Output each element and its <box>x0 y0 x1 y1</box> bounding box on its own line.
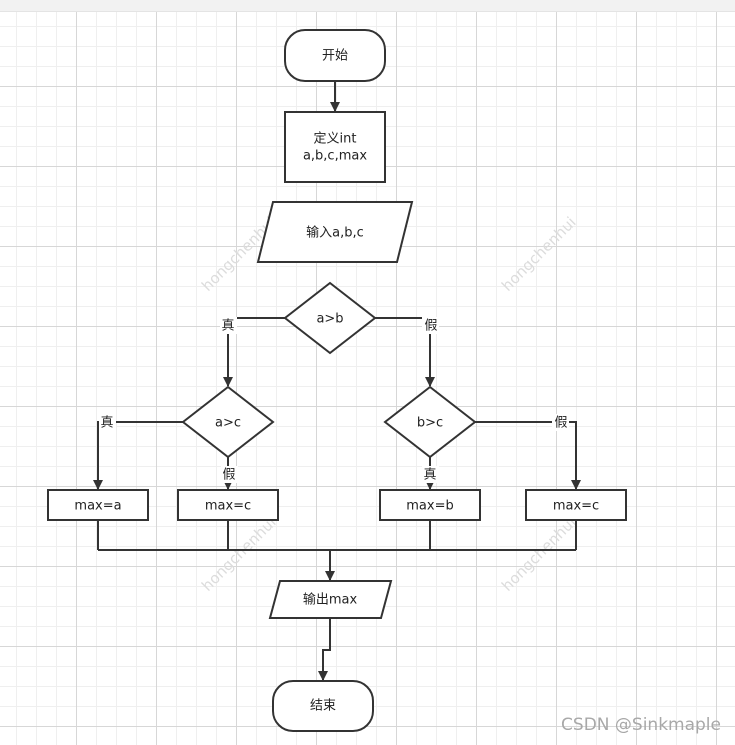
define-box <box>284 111 386 183</box>
max-c1-box <box>177 489 279 521</box>
edge-labels: 真 假 真 假 真 假 <box>99 317 569 483</box>
edge-cond2-true <box>93 421 183 490</box>
node-shapes <box>47 29 627 732</box>
start-terminal <box>284 29 386 82</box>
output-parallelogram <box>268 580 393 619</box>
define-label-line2: a,b,c,max <box>303 149 367 164</box>
output-label: 输出max <box>303 592 358 608</box>
start-label: 开始 <box>322 49 348 64</box>
end-label: 结束 <box>310 699 336 714</box>
node-texts: 开始 定义int a,b,c,max 输入a,b,c a>b a>c b>c m… <box>74 49 599 714</box>
watermark: hongchenhui <box>198 513 280 595</box>
csdn-watermark: CSDN @Sinkmaple <box>561 715 721 735</box>
edge-output-end <box>318 618 331 681</box>
cond2-false-label: 假 <box>222 468 235 483</box>
watermark: hongchenhui <box>498 213 580 295</box>
cond1-label: a>b <box>316 312 343 327</box>
max-a-label: max=a <box>74 499 121 514</box>
cond3-diamond <box>383 385 477 459</box>
edges <box>93 81 581 681</box>
max-a-box <box>47 489 149 521</box>
watermark: hongchenhui <box>498 513 580 595</box>
max-b-label: max=b <box>406 499 453 514</box>
define-label-line1: 定义int <box>314 132 357 147</box>
max-c1-label: max=c <box>205 499 251 514</box>
cond2-label: a>c <box>215 416 241 431</box>
cond1-true-label: 真 <box>221 319 234 334</box>
cond2-true-label: 真 <box>100 416 113 431</box>
max-b-box <box>379 489 481 521</box>
cond1-false-label: 假 <box>424 319 437 334</box>
max-c2-box <box>525 489 627 521</box>
edge-cond1-false <box>375 317 435 387</box>
cond3-label: b>c <box>417 416 443 431</box>
edge-cond3-false <box>475 421 581 490</box>
cond3-false-label: 假 <box>554 416 567 431</box>
watermarks: hongchenhui hongchenhui hongchenhui hong… <box>198 213 580 595</box>
cond3-true-label: 真 <box>423 468 436 483</box>
input-parallelogram <box>256 201 414 263</box>
top-bar <box>0 0 735 12</box>
input-label: 输入a,b,c <box>306 225 364 241</box>
max-c2-label: max=c <box>553 499 599 514</box>
end-terminal <box>272 680 374 732</box>
cond1-diamond <box>283 281 377 355</box>
cond2-diamond <box>181 385 275 459</box>
